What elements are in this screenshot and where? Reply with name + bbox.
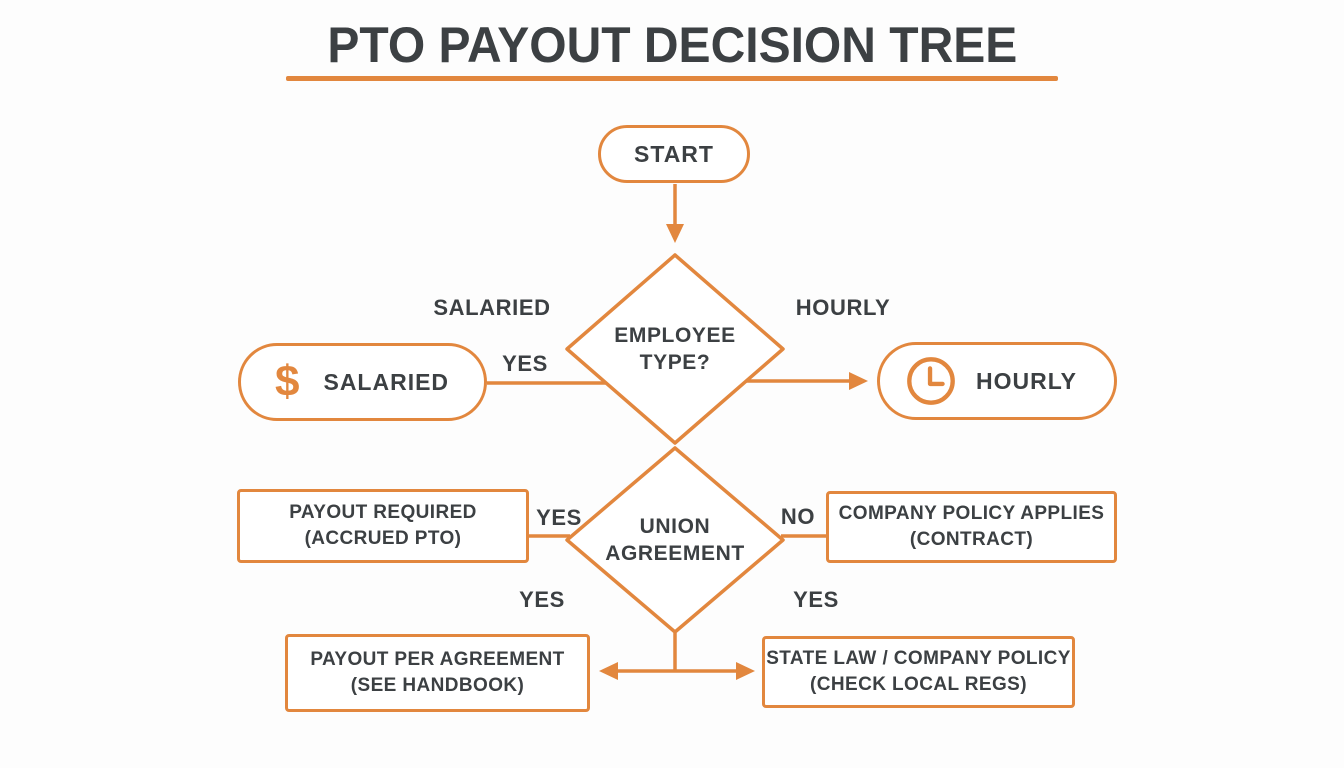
employee-type-label: EMPLOYEE TYPE? bbox=[567, 322, 783, 377]
payout-per-agreement-line2: (SEE HANDBOOK) bbox=[350, 675, 525, 696]
arrowhead-right-to-hourly bbox=[849, 372, 868, 390]
edge-label-hourly: HOURLY bbox=[795, 295, 891, 320]
company-policy-box: COMPANY POLICY APPLIES (CONTRACT) bbox=[826, 491, 1117, 563]
edge-label-yes-union-left: YES bbox=[536, 505, 582, 530]
company-policy-line1: COMPANY POLICY APPLIES bbox=[838, 503, 1105, 525]
edge-label-salaried: SALARIED bbox=[433, 295, 551, 320]
state-law-line1: STATE LAW / COMPANY POLICY bbox=[766, 648, 1071, 670]
dollar-icon: $ bbox=[275, 357, 300, 406]
title-underline bbox=[286, 76, 1058, 81]
employee-type-diamond bbox=[565, 253, 785, 445]
salaried-node-label: SALARIED bbox=[323, 368, 450, 395]
payout-required-line1: PAYOUT REQUIRED bbox=[289, 502, 477, 524]
company-policy-line2: (CONTRACT) bbox=[909, 529, 1034, 550]
payout-per-agreement-box: PAYOUT PER AGREEMENT (SEE HANDBOOK) bbox=[285, 634, 590, 712]
edge-label-yes-salaried: YES bbox=[502, 351, 548, 376]
arrowhead-left-to-payout-agreement bbox=[599, 662, 618, 680]
start-node: START bbox=[598, 125, 750, 183]
payout-required-line2: (ACCRUED PTO) bbox=[304, 528, 462, 549]
union-agreement-label: UNION AGREEMENT bbox=[567, 513, 783, 568]
union-agreement-line2: AGREEMENT bbox=[605, 542, 745, 566]
state-law-box: STATE LAW / COMPANY POLICY (CHECK LOCAL … bbox=[762, 636, 1075, 708]
union-agreement-diamond bbox=[565, 446, 785, 634]
page-title: PTO PAYOUT DECISION TREE bbox=[327, 17, 1017, 73]
edge-label-yes-bottom-left: YES bbox=[519, 587, 565, 612]
salaried-node: $ SALARIED bbox=[238, 343, 487, 421]
arrowhead-right-to-state-law bbox=[736, 662, 755, 680]
employee-type-line2: TYPE? bbox=[639, 351, 711, 375]
start-label: START bbox=[634, 140, 714, 167]
hourly-node: HOURLY bbox=[877, 342, 1117, 420]
payout-required-box: PAYOUT REQUIRED (ACCRUED PTO) bbox=[237, 489, 529, 563]
union-agreement-line1: UNION bbox=[639, 515, 711, 538]
state-law-line2: (CHECK LOCAL REGS) bbox=[810, 674, 1027, 695]
clock-icon bbox=[907, 357, 955, 405]
payout-per-agreement-line1: PAYOUT PER AGREEMENT bbox=[310, 649, 565, 671]
arrowhead-down-to-employee-type bbox=[666, 224, 684, 243]
edge-label-yes-bottom-right: YES bbox=[793, 587, 839, 612]
employee-type-line1: EMPLOYEE bbox=[614, 324, 736, 347]
edge-label-no-union-right: NO bbox=[780, 504, 816, 529]
title-area: PTO PAYOUT DECISION TREE bbox=[0, 16, 1344, 74]
hourly-node-label: HOURLY bbox=[976, 367, 1077, 394]
